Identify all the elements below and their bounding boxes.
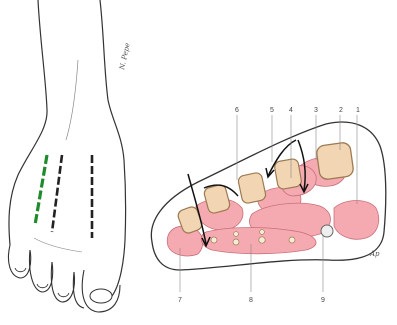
- toe-4: [30, 250, 53, 292]
- toe-crease: [34, 238, 82, 252]
- foot-cross-section: 1 2 3 4 5 6 7 8 9 Ap: [151, 107, 385, 304]
- sesamoid: [321, 225, 333, 237]
- extensor-tendon-line: [66, 60, 78, 140]
- callout-5: 5: [270, 107, 274, 114]
- callout-3: 3: [314, 107, 318, 114]
- callout-7: 7: [178, 297, 182, 304]
- toenail-4: [37, 284, 48, 288]
- incision-black-1: [52, 155, 62, 232]
- foot-outline-left: [9, 0, 47, 245]
- vessel-3: [259, 237, 265, 243]
- foot-dorsal-view: N. Pepe: [8, 0, 131, 312]
- vessel-4: [289, 237, 295, 243]
- toe-3: [51, 262, 74, 302]
- toe-hallux: [82, 270, 120, 312]
- artist-initials: Ap: [369, 250, 380, 258]
- metatarsal-3: [237, 172, 266, 204]
- callout-6: 6: [235, 107, 239, 114]
- artist-signature: N. Pepe: [118, 42, 132, 71]
- callout-1: 1: [356, 107, 360, 114]
- toe-5: [8, 245, 30, 278]
- incision-green: [35, 155, 47, 225]
- callout-8: 8: [249, 297, 253, 304]
- toenail-5: [15, 268, 26, 272]
- callout-9: 9: [321, 297, 325, 304]
- vessel-2: [233, 239, 239, 245]
- vessel-5: [234, 232, 239, 237]
- foot-outline-right: [100, 0, 126, 296]
- metatarsal-1: [316, 142, 354, 180]
- toenail-hallux: [90, 289, 112, 303]
- metatarsal-2: [274, 158, 302, 190]
- vessel-1: [211, 237, 217, 243]
- vessel-6: [260, 230, 265, 235]
- toenail-3: [58, 293, 69, 297]
- callout-2: 2: [339, 107, 343, 114]
- compartment-medial: [334, 201, 379, 240]
- callout-4: 4: [289, 107, 293, 114]
